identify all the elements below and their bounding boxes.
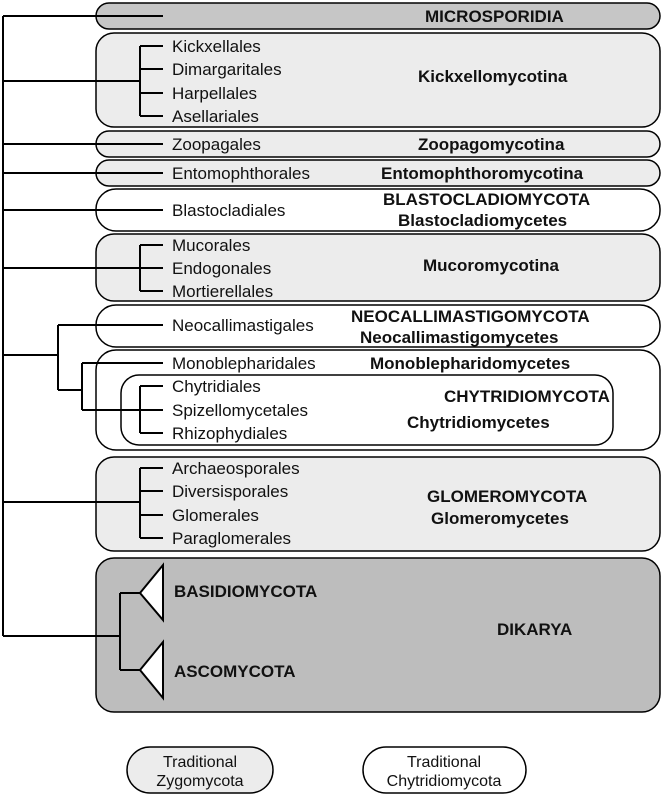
title-monoblepharidomycetes: Monoblepharidomycetes: [370, 354, 570, 373]
taxon-label: Harpellales: [172, 84, 257, 103]
taxon-label: Mucorales: [172, 236, 250, 255]
subtitle-blastocladiomycetes: Blastocladiomycetes: [398, 211, 567, 230]
legend: Traditional Zygomycota Traditional Chytr…: [126, 746, 527, 794]
legend-zygomycota-line1: Traditional: [163, 754, 237, 771]
title-zoopagomycotina: Zoopagomycotina: [418, 135, 565, 154]
legend-zygomycota-swatch: [126, 746, 274, 794]
title-blastocladiomycota: BLASTOCLADIOMYCOTA: [383, 190, 590, 209]
title-entomophthoromycotina: Entomophthoromycotina: [381, 164, 584, 183]
taxon-basidiomycota: BASIDIOMYCOTA: [174, 582, 317, 601]
title-dikarya: DIKARYA: [497, 620, 572, 639]
box-glomeromycota: [95, 456, 661, 552]
taxon-label: Chytridiales: [172, 377, 261, 396]
legend-chytridiomycota-line1: Traditional: [407, 754, 481, 771]
branch-glomeromycota: [3, 467, 163, 539]
box-microsporidia: [95, 2, 661, 30]
taxon-label: Mortierellales: [172, 282, 273, 301]
subtitle-neocallimastigomycetes: Neocallimastigomycetes: [360, 328, 558, 347]
title-microsporidia: MICROSPORIDIA: [425, 7, 564, 26]
taxon-label: Endogonales: [172, 259, 271, 278]
subtitle-glomeromycetes: Glomeromycetes: [431, 509, 569, 528]
taxon-label: Neocallimastigales: [172, 316, 314, 335]
tree-branches: [2, 15, 164, 701]
taxon-label: Kickxellales: [172, 37, 261, 56]
taxon-label: Dimargaritales: [172, 60, 282, 79]
title-glomeromycota: GLOMEROMYCOTA: [427, 487, 587, 506]
taxon-label: Blastocladiales: [172, 201, 285, 220]
taxon-label: Spizellomycetales: [172, 401, 308, 420]
branch-kickxellomycotina: [3, 45, 163, 117]
title-neocallimastigomycota: NEOCALLIMASTIGOMYCOTA: [351, 307, 590, 326]
legend-zygomycota-line2: Zygomycota: [156, 773, 243, 790]
title-chytridiomycota: CHYTRIDIOMYCOTA: [444, 387, 610, 406]
taxon-label: Zoopagales: [172, 135, 261, 154]
legend-chytridiomycota-swatch: [362, 746, 527, 794]
taxon-label: Diversisporales: [172, 482, 288, 501]
taxon-label: Glomerales: [172, 506, 259, 525]
taxon-label: Paraglomerales: [172, 529, 291, 548]
taxon-label: Monoblepharidales: [172, 354, 316, 373]
title-kickxellomycotina: Kickxellomycotina: [418, 67, 568, 86]
title-chytridiomycetes: Chytridiomycetes: [407, 413, 550, 432]
taxon-label: Asellariales: [172, 107, 259, 126]
legend-chytridiomycota-line2: Chytridiomycota: [387, 773, 502, 790]
branch-chytrid-clade: [3, 324, 163, 434]
taxon-label: Archaeosporales: [172, 459, 300, 478]
ascomycota-triangle: [138, 639, 164, 701]
taxon-ascomycota: ASCOMYCOTA: [174, 662, 296, 681]
title-mucoromycotina: Mucoromycotina: [423, 256, 560, 275]
taxon-label: Rhizophydiales: [172, 424, 287, 443]
basidiomycota-triangle: [138, 562, 164, 623]
branch-dikarya: [3, 592, 140, 671]
branch-mucoromycotina: [3, 244, 163, 292]
taxon-label: Entomophthorales: [172, 164, 310, 183]
